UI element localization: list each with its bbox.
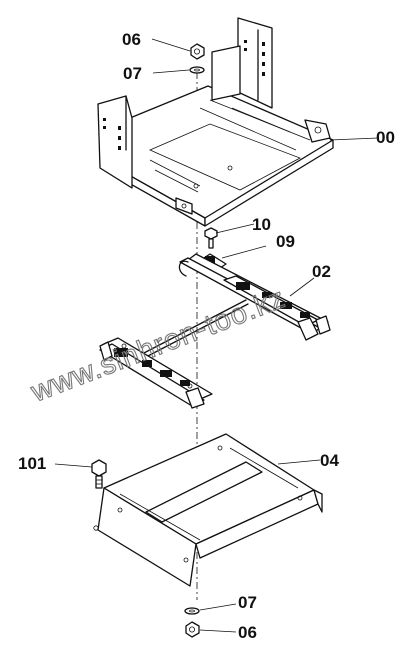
label-nut-top: 06 — [122, 30, 141, 49]
seat-slide-rail — [99, 253, 331, 409]
seat-base — [97, 17, 334, 227]
label-seat-base: 00 — [376, 128, 395, 147]
label-bolt-101: 101 — [18, 454, 46, 473]
label-nut-bottom: 06 — [238, 623, 257, 642]
bolt-10 — [204, 227, 218, 249]
label-bolt-10: 10 — [252, 215, 271, 234]
label-slide-rail: 02 — [312, 262, 331, 281]
bolt-101 — [91, 459, 107, 489]
washer-top — [189, 66, 205, 74]
label-bracket-09: 09 — [276, 232, 295, 251]
label-bracket-04: 04 — [320, 451, 339, 470]
washer-bottom — [184, 607, 200, 615]
label-washer-top: 07 — [123, 64, 142, 83]
nut-top — [190, 43, 205, 60]
mounting-bracket-04 — [93, 433, 323, 587]
label-washer-bottom: 07 — [238, 593, 257, 612]
nut-bottom — [185, 621, 200, 638]
watermark-text: www.sinhron-too.kz — [26, 282, 290, 409]
